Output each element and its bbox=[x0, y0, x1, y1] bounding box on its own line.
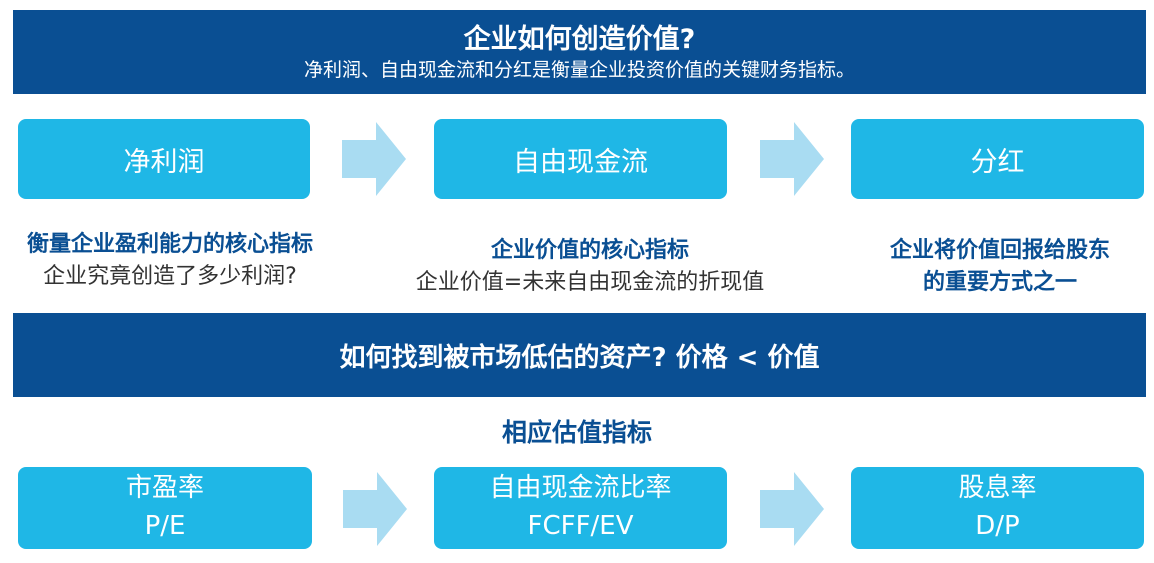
free-cash-flow-desc-bold: 企业价值的核心指标 bbox=[490, 238, 689, 263]
valuation-abbr-fcff-ev: FCFF/EV bbox=[527, 511, 634, 541]
top-banner-subtitle: 净利润、自由现金流和分红是衡量企业投资价值的关键财务指标。 bbox=[303, 59, 855, 81]
free-cash-flow-description: 企业价值的核心指标 企业价值=未来自由现金流的折现值 bbox=[380, 235, 800, 299]
dividend-desc-bold-2: 的重要方式之一 bbox=[922, 270, 1077, 295]
metric-label-free-cash-flow: 自由现金流 bbox=[513, 146, 648, 178]
metric-box-net-profit: 净利润 bbox=[18, 119, 310, 199]
valuation-name-dp: 股息率 bbox=[958, 473, 1037, 503]
arrow-right-icon bbox=[343, 472, 407, 546]
dividend-desc-bold: 企业将价值回报给股东 bbox=[889, 238, 1110, 263]
valuation-box-fcff-ev: 自由现金流比率 FCFF/EV bbox=[434, 467, 727, 549]
valuation-name-pe: 市盈率 bbox=[125, 473, 204, 503]
valuation-name-fcff-ev: 自由现金流比率 bbox=[489, 473, 672, 503]
valuation-box-pe: 市盈率 P/E bbox=[18, 467, 312, 549]
metric-box-free-cash-flow: 自由现金流 bbox=[434, 119, 727, 199]
metric-label-net-profit: 净利润 bbox=[123, 146, 205, 178]
arrow-right-icon bbox=[760, 122, 824, 196]
free-cash-flow-desc-plain: 企业价值=未来自由现金流的折现值 bbox=[415, 270, 765, 295]
valuation-abbr-dp: D/P bbox=[975, 511, 1020, 541]
net-profit-desc-plain: 企业究竟创造了多少利润? bbox=[43, 264, 297, 289]
metric-box-dividend: 分红 bbox=[851, 119, 1144, 199]
top-banner: 企业如何创造价值? 净利润、自由现金流和分红是衡量企业投资价值的关键财务指标。 bbox=[13, 10, 1146, 94]
mid-banner: 如何找到被市场低估的资产? 价格 < 价值 bbox=[13, 313, 1146, 397]
valuation-heading: 相应估值指标 bbox=[501, 418, 652, 447]
net-profit-description: 衡量企业盈利能力的核心指标 企业究竟创造了多少利润? bbox=[0, 229, 340, 293]
top-banner-title: 企业如何创造价值? bbox=[463, 24, 696, 55]
net-profit-desc-bold: 衡量企业盈利能力的核心指标 bbox=[26, 232, 313, 257]
valuation-box-dp: 股息率 D/P bbox=[851, 467, 1144, 549]
valuation-abbr-pe: P/E bbox=[144, 511, 186, 541]
metric-label-dividend: 分红 bbox=[970, 146, 1025, 178]
arrow-right-icon bbox=[760, 472, 824, 546]
mid-banner-title: 如何找到被市场低估的资产? 价格 < 价值 bbox=[339, 342, 820, 373]
dividend-description: 企业将价值回报给股东 的重要方式之一 bbox=[850, 235, 1150, 299]
arrow-right-icon bbox=[342, 122, 406, 196]
